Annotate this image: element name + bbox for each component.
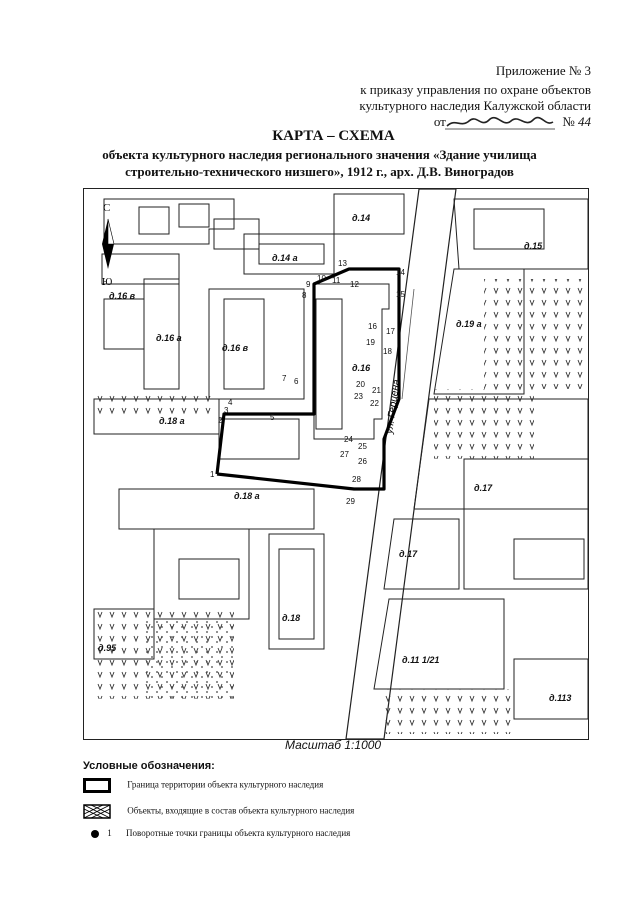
appendix-number: Приложение № 3 [495, 63, 591, 78]
number-value: 44 [578, 114, 591, 129]
building-label: д.18 а [234, 491, 260, 501]
point-label: 1 [210, 470, 215, 479]
map-frame: С Ю ул. Герцена д.14 д.14 а д.15 д.16 в … [83, 188, 589, 740]
building-label: д.17 [474, 483, 493, 493]
building-label: д.14 [352, 213, 370, 223]
building-label: д.18 а [159, 416, 185, 426]
green-area-west [94, 394, 214, 419]
point-label: 25 [358, 442, 367, 451]
legend-item-objects: Объекты, входящие в состав объекта культ… [83, 804, 354, 819]
point-label: 24 [344, 435, 353, 444]
point-label: 5 [270, 413, 275, 422]
point-label: 8 [302, 291, 307, 300]
number-label: № [562, 114, 575, 129]
point-label: 21 [372, 386, 381, 395]
handwritten-date-scribble [445, 116, 555, 130]
point-label: 6 [294, 377, 299, 386]
building-label: д.15 [524, 241, 543, 251]
point-label: 3 [224, 406, 229, 415]
legend-label: Граница территории объекта культурного н… [127, 779, 324, 790]
compass-north-label: С [103, 202, 110, 214]
point-label: 13 [338, 259, 347, 268]
authority-line: культурного наследия Калужской области [359, 98, 591, 113]
point-label: 11 [332, 276, 341, 285]
dotted-area-southwest [144, 619, 234, 699]
building-label: д.16 [352, 363, 371, 373]
point-label: 22 [370, 399, 379, 408]
order-line: к приказу управления по охране объектов [360, 82, 591, 97]
point-dot-icon [91, 829, 99, 838]
point-label: 17 [386, 327, 395, 336]
object-description-1: объекта культурного наследия регионально… [102, 147, 537, 162]
point-label: 15 [396, 290, 405, 299]
point-label: 19 [366, 338, 375, 347]
point-label: 12 [350, 280, 359, 289]
building-label: д.16 в [109, 291, 136, 301]
legend-title: Условные обозначения: [83, 760, 215, 772]
point-label: 10 [317, 274, 326, 283]
point-label: 7 [282, 374, 287, 383]
building-label: д.16 а [156, 333, 182, 343]
building-label: д.11 1/21 [402, 655, 439, 665]
legend-item-boundary: Граница территории объекта культурного н… [83, 778, 323, 793]
point-label: 26 [358, 457, 367, 466]
point-label: 14 [396, 268, 405, 277]
building-label: д.113 [549, 693, 571, 703]
point-label: 9 [306, 280, 311, 289]
building-label: д.14 а [272, 253, 298, 263]
crosshatch-swatch-icon [83, 804, 111, 819]
point-label: 23 [354, 392, 363, 401]
compass-icon: С Ю [102, 202, 115, 288]
building-label: д.95 [98, 643, 117, 653]
building-label: д.18 [282, 613, 300, 623]
compass-south-label: Ю [102, 277, 112, 288]
point-label: 18 [383, 347, 392, 356]
building-label: д.17 [399, 549, 418, 559]
green-area-northeast [484, 279, 584, 389]
point-label: 27 [340, 450, 349, 459]
scale-label: Масштаб 1:1000 [285, 738, 382, 752]
point-label: 4 [228, 398, 233, 407]
map-scheme: С Ю ул. Герцена д.14 д.14 а д.15 д.16 в … [93, 189, 588, 739]
heritage-boundary [215, 267, 401, 491]
date-prefix: от [433, 114, 446, 129]
building-label: д.16 в [222, 343, 249, 353]
boundary-swatch-icon [83, 778, 111, 793]
point-label: 29 [346, 497, 355, 506]
legend-marker: 1 [107, 828, 112, 838]
green-area-south [384, 689, 514, 734]
point-label: 2 [218, 416, 223, 425]
building-label: д.19 а [456, 319, 482, 329]
date-number-line: от № 44 [434, 113, 591, 130]
green-area-east [434, 389, 534, 459]
legend-label: Поворотные точки границы объекта культур… [126, 828, 351, 838]
map-title: КАРТА – СХЕМА [272, 128, 395, 144]
point-label: 16 [368, 322, 377, 331]
legend-label: Объекты, входящие в состав объекта культ… [127, 805, 355, 816]
legend-item-points: 1 Поворотные точки границы объекта культ… [83, 828, 350, 838]
street-corridor [345, 189, 457, 739]
point-label: 28 [352, 475, 361, 484]
point-label: 20 [356, 380, 365, 389]
object-description-2: строительно-технического низшего», 1912 … [125, 164, 514, 179]
